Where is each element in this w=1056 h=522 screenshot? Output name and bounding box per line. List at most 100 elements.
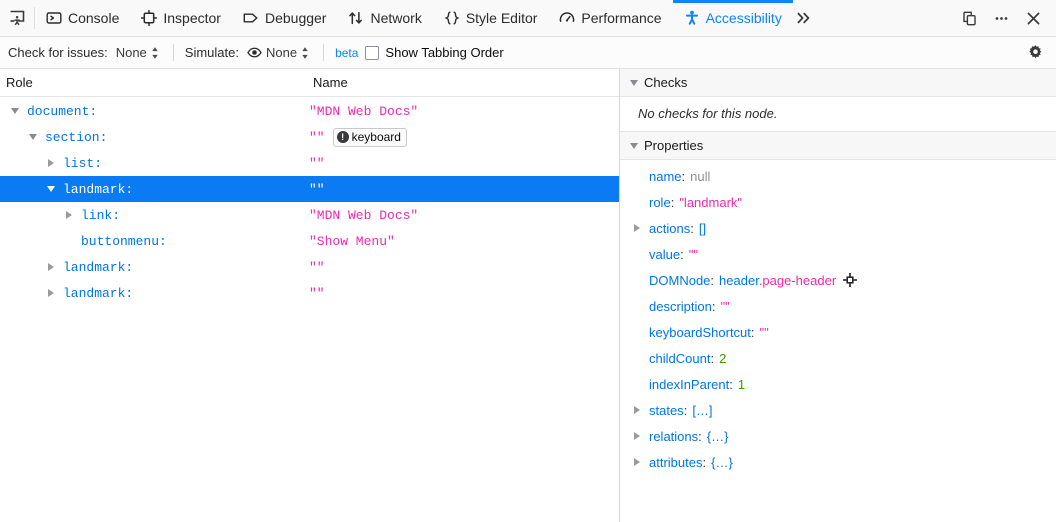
property-row[interactable]: actions:[] [620, 215, 1056, 241]
column-header-name[interactable]: Name [313, 75, 348, 90]
tree-row-name-cell: "" [309, 260, 619, 275]
property-key: description [649, 298, 712, 314]
accessibility-tree-pane: Role Name document:"MDN Web Docs"section… [0, 69, 620, 522]
accessibility-picker-icon [10, 10, 24, 25]
property-value: {…} [711, 454, 733, 470]
property-value: "landmark" [679, 194, 743, 210]
close-toolbox-button[interactable] [1018, 0, 1048, 36]
dock-toolbox-button[interactable] [954, 0, 984, 36]
check-for-issues-select[interactable]: None [113, 44, 162, 61]
tree-row[interactable]: link:"MDN Web Docs" [0, 202, 619, 228]
property-row[interactable]: keyboardShortcut:"" [620, 319, 1056, 345]
property-value-domnode[interactable]: header.page-header [719, 273, 836, 288]
property-value: […] [692, 402, 713, 418]
chevron-right-icon[interactable] [62, 211, 76, 219]
tree-row[interactable]: landmark:"" [0, 280, 619, 306]
tab-inspector[interactable]: Inspector [130, 0, 232, 36]
property-row[interactable]: name:null [620, 163, 1056, 189]
check-for-issues-group: Check for issues: None [8, 44, 162, 61]
tree-row-name-cell: "MDN Web Docs" [309, 208, 619, 223]
property-row[interactable]: indexInParent:1 [620, 371, 1056, 397]
select-node-target-icon[interactable] [843, 273, 858, 287]
property-row[interactable]: value:"" [620, 241, 1056, 267]
tree-row[interactable]: buttonmenu:"Show Menu" [0, 228, 619, 254]
chevron-right-icon[interactable] [44, 263, 58, 271]
tree-column-headers: Role Name [0, 69, 619, 97]
property-row[interactable]: attributes:{…} [620, 449, 1056, 475]
domnode-class: .page-header [758, 272, 837, 288]
tab-network[interactable]: Network [337, 0, 432, 36]
chevron-right-icon[interactable] [630, 406, 644, 414]
tree-row-name-label: "" [309, 259, 325, 275]
tree-row[interactable]: document:"MDN Web Docs" [0, 98, 619, 124]
property-colon: : [702, 454, 707, 470]
tree-row-name-label: "MDN Web Docs" [309, 207, 419, 223]
simulate-value: None [265, 45, 298, 60]
gear-icon [1028, 45, 1041, 59]
tree-row-name-cell: "" [309, 156, 619, 171]
column-header-role[interactable]: Role [6, 75, 33, 90]
tab-network-label: Network [370, 10, 422, 26]
tab-inspector-label: Inspector [163, 10, 221, 26]
property-row[interactable]: description:"" [620, 293, 1056, 319]
check-for-issues-value: None [115, 45, 147, 60]
devtools-tabs: Console Inspector Debugger [35, 0, 954, 36]
tabs-overflow-button[interactable] [793, 0, 821, 36]
eye-icon [247, 47, 262, 58]
tree-row[interactable]: landmark: "" [0, 254, 619, 280]
tab-style-editor[interactable]: Style Editor [433, 0, 549, 36]
tab-console[interactable]: Console [35, 0, 130, 36]
property-row[interactable]: relations:{…} [620, 423, 1056, 449]
tree-row-role-cell: landmark: [0, 182, 309, 197]
property-row[interactable]: childCount:2 [620, 345, 1056, 371]
beta-badge: beta [335, 45, 359, 60]
chevron-down-icon[interactable] [26, 134, 40, 140]
property-colon: : [670, 194, 675, 210]
show-tabbing-order-checkbox[interactable]: Show Tabbing Order [365, 45, 504, 60]
tab-performance[interactable]: Performance [548, 0, 672, 36]
performance-icon [560, 12, 575, 22]
simulate-select[interactable]: None [244, 44, 312, 61]
checkbox-box[interactable] [365, 45, 380, 60]
debugger-icon [243, 13, 258, 23]
toolbox-meatball-menu-button[interactable] [986, 0, 1016, 36]
property-colon: : [680, 246, 684, 262]
chevron-right-icon[interactable] [44, 289, 58, 297]
property-row[interactable]: role:"landmark" [620, 189, 1056, 215]
property-value: null [690, 168, 711, 184]
properties-section-header[interactable]: Properties [620, 132, 1056, 160]
chevron-right-icon[interactable] [44, 159, 58, 167]
property-row[interactable]: states:[…] [620, 397, 1056, 423]
property-key: role [649, 194, 671, 210]
property-colon: : [681, 168, 686, 184]
chevron-right-icon[interactable] [630, 432, 644, 440]
chevron-down-icon[interactable] [44, 186, 58, 192]
accessibility-icon [685, 10, 698, 25]
tab-console-label: Console [68, 10, 120, 26]
accessibility-settings-button[interactable] [1020, 37, 1050, 68]
chevron-down-icon-properties [630, 142, 638, 149]
chevron-updown-icon-2 [301, 46, 309, 60]
simulate-label: Simulate: [184, 45, 239, 60]
toolbar-divider-2 [323, 44, 325, 61]
tree-row[interactable]: section:""!keyboard [0, 124, 619, 150]
accessibility-main: Role Name document:"MDN Web Docs"section… [0, 69, 1056, 522]
chevron-right-icon[interactable] [630, 458, 644, 466]
tree-row-role-label: landmark: [63, 259, 134, 275]
checks-section-header[interactable]: Checks [620, 69, 1056, 97]
accessibility-picker-button[interactable] [0, 0, 34, 36]
tab-accessibility[interactable]: Accessibility [672, 0, 794, 36]
properties-title: Properties [644, 138, 704, 153]
property-row[interactable]: DOMNode:header.page-header [620, 267, 1056, 293]
tree-row-role-label: section: [45, 129, 108, 145]
chevron-down-icon[interactable] [8, 108, 22, 114]
chevron-right-icon[interactable] [630, 224, 644, 232]
tab-debugger[interactable]: Debugger [232, 0, 338, 36]
audit-badge[interactable]: !keyboard [332, 127, 407, 147]
warning-icon: ! [336, 131, 349, 143]
accessibility-tree[interactable]: document:"MDN Web Docs"section:""!keyboa… [0, 97, 619, 522]
tree-row[interactable]: landmark:"" [0, 176, 619, 202]
tree-row[interactable]: list:"" [0, 150, 619, 176]
property-key: attributes [649, 454, 703, 470]
